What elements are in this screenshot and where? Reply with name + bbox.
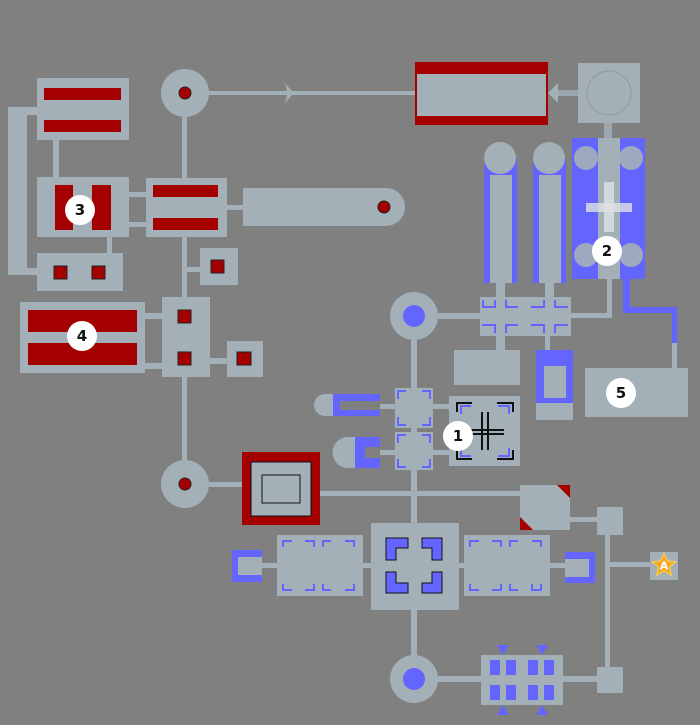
red-room-top-left bbox=[37, 78, 129, 140]
junction-square-bottom bbox=[597, 667, 623, 693]
marker-2-label: 2 bbox=[602, 242, 612, 260]
spawn-circle-top bbox=[161, 69, 209, 117]
blue-circle-room-bottom bbox=[390, 655, 438, 703]
red-small-room-2 bbox=[227, 341, 263, 377]
objective-label: A bbox=[660, 560, 669, 573]
central-cross-room bbox=[371, 523, 459, 610]
blue-cylinder-left bbox=[484, 142, 517, 283]
blue-cylinder-right bbox=[533, 142, 566, 283]
gray-room bbox=[454, 350, 520, 385]
marker-1[interactable]: 1 bbox=[443, 421, 473, 451]
marker-4[interactable]: 4 bbox=[67, 321, 97, 351]
blue-circle-room-top bbox=[390, 292, 438, 340]
bracket-room-left bbox=[277, 535, 363, 596]
blue-u-room-left bbox=[232, 550, 262, 582]
blue-room-small bbox=[536, 350, 573, 420]
star-icon bbox=[650, 551, 678, 577]
red-small-room bbox=[200, 248, 238, 285]
red-junction-room bbox=[162, 297, 210, 377]
room-5 bbox=[585, 368, 688, 417]
blue-u-room-right bbox=[565, 552, 595, 583]
junction-square-right bbox=[597, 507, 623, 535]
blue-u-room-lower bbox=[332, 437, 380, 468]
objective-a[interactable]: A bbox=[650, 551, 678, 580]
corridors bbox=[8, 82, 677, 682]
spawn-circle-bottom-left bbox=[161, 460, 209, 508]
long-room bbox=[243, 188, 405, 226]
cross-rooms bbox=[480, 297, 571, 336]
marker-3[interactable]: 3 bbox=[65, 195, 95, 225]
marker-3-label: 3 bbox=[75, 201, 85, 219]
marker-4-label: 4 bbox=[77, 327, 87, 345]
marker-2[interactable]: 2 bbox=[592, 236, 622, 266]
marker-1-label: 1 bbox=[453, 427, 463, 445]
marker-5-label: 5 bbox=[616, 384, 626, 402]
blue-u-room-upper bbox=[314, 394, 380, 416]
blue-bracket-rooms bbox=[395, 388, 433, 470]
red-room-hall bbox=[146, 178, 227, 237]
red-room-storage bbox=[37, 253, 123, 291]
round-room-top-right bbox=[578, 63, 640, 123]
marker-5[interactable]: 5 bbox=[606, 378, 636, 408]
bracket-room-right bbox=[464, 535, 550, 596]
red-room-top bbox=[415, 62, 548, 125]
bottom-bracket-room bbox=[481, 645, 563, 715]
stair-room-red bbox=[242, 452, 320, 525]
octagon-room bbox=[520, 485, 570, 530]
